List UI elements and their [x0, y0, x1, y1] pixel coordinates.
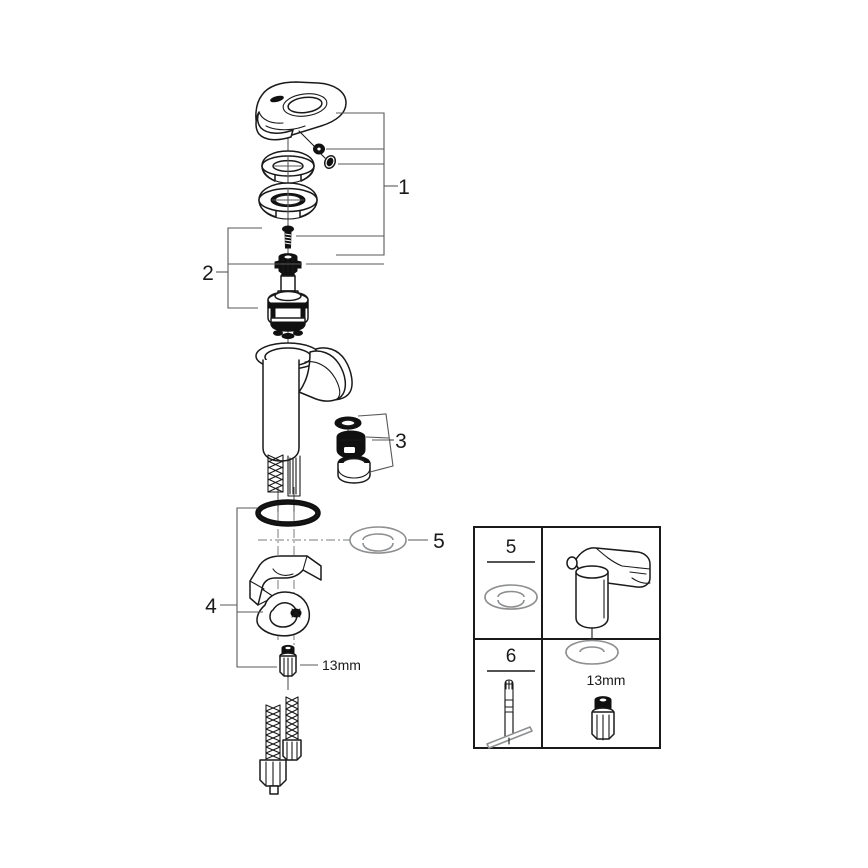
part-flexible-supply-hoses — [259, 696, 302, 795]
part-lower-trim-ring — [258, 182, 318, 220]
part-handle-screw-cap — [313, 146, 337, 170]
part-upper-trim-ring — [261, 150, 315, 184]
part-lever-handle — [255, 81, 347, 141]
callout-bracket-2 — [216, 227, 302, 309]
threaded-shank — [267, 454, 284, 493]
inset-dimension-label: 13mm — [587, 672, 626, 688]
inset-faucet-install-illustration — [565, 547, 651, 665]
part-mounting-plate — [256, 591, 311, 637]
inner-supply-tube — [287, 455, 301, 497]
part-aerator-seal — [334, 416, 362, 430]
callout-bracket-1 — [296, 112, 398, 265]
part-aerator-insert — [336, 430, 366, 459]
part-o-ring-seal — [255, 499, 321, 527]
part-aerator-housing — [337, 455, 371, 484]
callout-label-3: 3 — [395, 430, 407, 453]
part-cartridge-retaining-nut — [274, 253, 302, 276]
inset-label-6: 6 — [506, 646, 517, 667]
part-threaded-stud-nut — [279, 644, 297, 678]
callout-label-5: 5 — [433, 530, 445, 553]
callout-label-2: 2 — [202, 262, 214, 285]
part-handle-grub-screw — [298, 130, 325, 155]
part-base-gasket-washer — [349, 526, 407, 554]
part-cartridge-fixing-screw — [282, 225, 294, 249]
part-mounting-bracket — [249, 555, 322, 606]
inset-assembly-tool — [486, 679, 533, 749]
callout-label-4: 4 — [205, 595, 217, 618]
callout-label-1: 1 — [398, 176, 410, 199]
part-faucet-body — [255, 342, 353, 497]
dimension-label-13mm: 13mm — [322, 657, 361, 673]
inset-label-5: 5 — [506, 537, 517, 558]
inset-threaded-stud-nut — [591, 696, 615, 741]
callout-bracket-4 — [220, 507, 277, 668]
part-mixer-cartridge — [267, 272, 309, 340]
inset-gasket-washer — [484, 584, 538, 610]
inset-panel: 5 — [473, 526, 661, 749]
